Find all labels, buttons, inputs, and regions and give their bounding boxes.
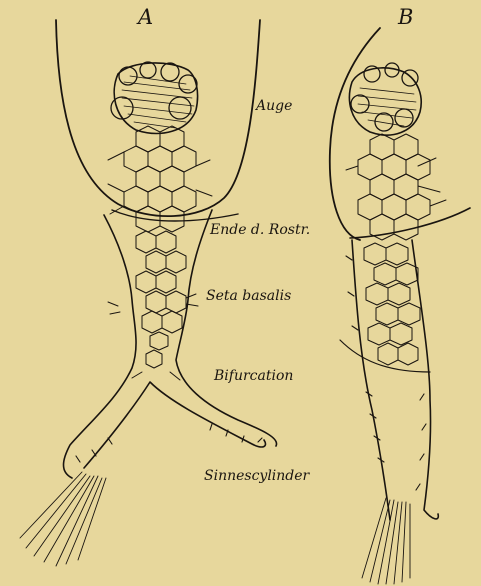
label-bifurcation: Bifurcation (213, 368, 293, 384)
panel-b: B (330, 5, 470, 584)
panel-b-letter: B (397, 5, 413, 29)
panel-a-antenna-left-edge (64, 215, 137, 478)
panel-b-antenna-left-edge (352, 240, 390, 520)
panel-b-cell-network (346, 134, 446, 365)
label-auge: Auge (254, 98, 292, 114)
figure-labels: Auge Ende d. Rostr. Seta basalis Bifurca… (204, 98, 311, 484)
panel-a-eye (111, 62, 198, 133)
panel-a-sinnescylinder (20, 472, 106, 566)
panel-b-rostrum-end (350, 208, 470, 238)
panel-b-head-outline (330, 28, 380, 240)
panel-a-fork-inner (84, 382, 266, 468)
panel-b-sinnescylinder (362, 498, 410, 584)
panel-a-cell-network (108, 126, 212, 368)
label-ende-rostrum: Ende d. Rostr. (209, 222, 310, 238)
label-sinnescylinder: Sinnescylinder (204, 468, 311, 484)
panel-b-eye (349, 63, 421, 135)
label-seta-basalis: Seta basalis (206, 288, 291, 304)
panel-a-letter: A (136, 5, 153, 29)
panel-b-spines (346, 256, 426, 490)
panel-b-antenna-right-edge (412, 240, 438, 519)
